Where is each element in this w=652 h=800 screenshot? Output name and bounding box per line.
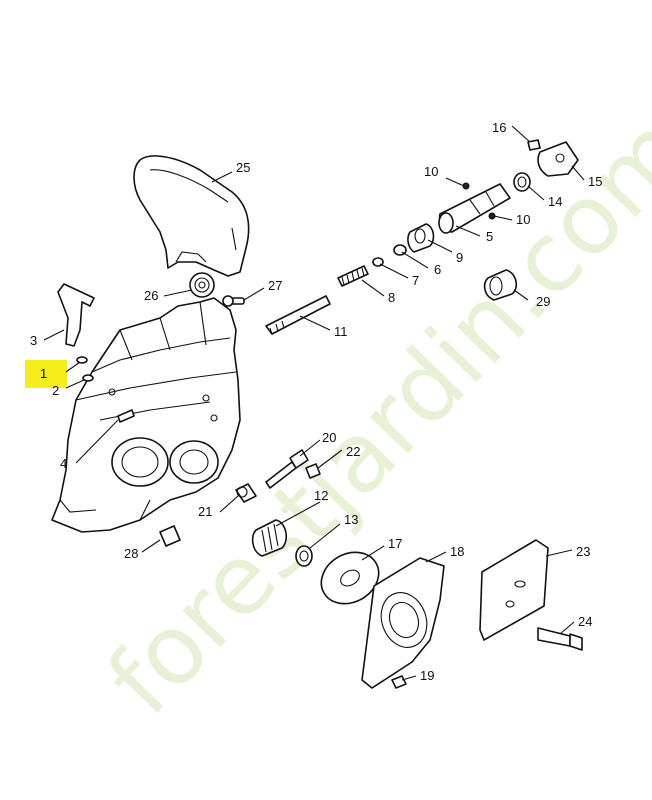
callout-19: 19 [420,668,434,683]
callout-16: 16 [492,120,506,135]
part-screw-19 [391,675,407,689]
callout-23: 23 [576,544,590,559]
leader-lines [43,125,585,681]
part-roller-21 [235,483,257,503]
part-bushing-9 [407,223,435,253]
callout-10a: 10 [424,164,438,179]
callout-27: 27 [268,278,282,293]
callout-17: 17 [388,536,402,551]
callout-3: 3 [30,333,37,348]
callout-13: 13 [344,512,358,527]
callout-highlight [25,360,67,388]
part-guard-pin [222,295,245,307]
callout-4: 4 [60,456,67,471]
part-bolt-20 [265,449,309,489]
part-ring-14-inner [517,176,527,188]
callout-25: 25 [236,160,250,175]
part-ring-2 [82,374,94,382]
part-lever [57,283,95,347]
callout-6: 6 [434,262,441,277]
part-sleeve-29 [483,269,518,301]
part-drive-shaft [438,183,511,234]
part-shaft [265,295,331,335]
callout-labels: 1 2 3 4 5 6 7 8 9 10 10 11 12 13 14 15 1… [30,120,602,683]
part-nut-22 [305,463,321,479]
callout-11: 11 [334,324,348,339]
part-guard-spring [189,272,215,298]
callout-7: 7 [412,273,419,288]
part-engine-housing [51,297,241,533]
part-pin-4 [117,409,135,423]
callout-28: 28 [124,546,138,561]
callout-8: 8 [388,290,395,305]
callout-18: 18 [450,544,464,559]
callout-22: 22 [346,444,360,459]
part-washer-13-inner [299,550,309,562]
callout-29: 29 [536,294,550,309]
part-disc-17 [320,551,380,605]
part-ring-1 [76,356,88,364]
callout-12: 12 [314,488,328,503]
callout-20: 20 [322,430,336,445]
part-plug-28 [159,525,181,547]
callout-5: 5 [486,229,493,244]
part-ring-14 [513,172,531,192]
part-cap-15 [537,141,579,177]
callout-24: 24 [578,614,592,629]
callout-15: 15 [588,174,602,189]
part-screw-16 [527,139,541,151]
callout-10b: 10 [516,212,530,227]
callout-26: 26 [144,288,158,303]
part-stud-24 [537,627,583,651]
callout-21: 21 [198,504,212,519]
callout-9: 9 [456,250,463,265]
part-hand-guard [133,155,250,277]
callout-2: 2 [52,383,59,398]
part-washer-13 [295,545,313,567]
callout-1: 1 [40,366,47,381]
part-spring-8 [337,265,369,287]
part-bar-plate-23 [479,539,549,641]
callout-14: 14 [548,194,562,209]
